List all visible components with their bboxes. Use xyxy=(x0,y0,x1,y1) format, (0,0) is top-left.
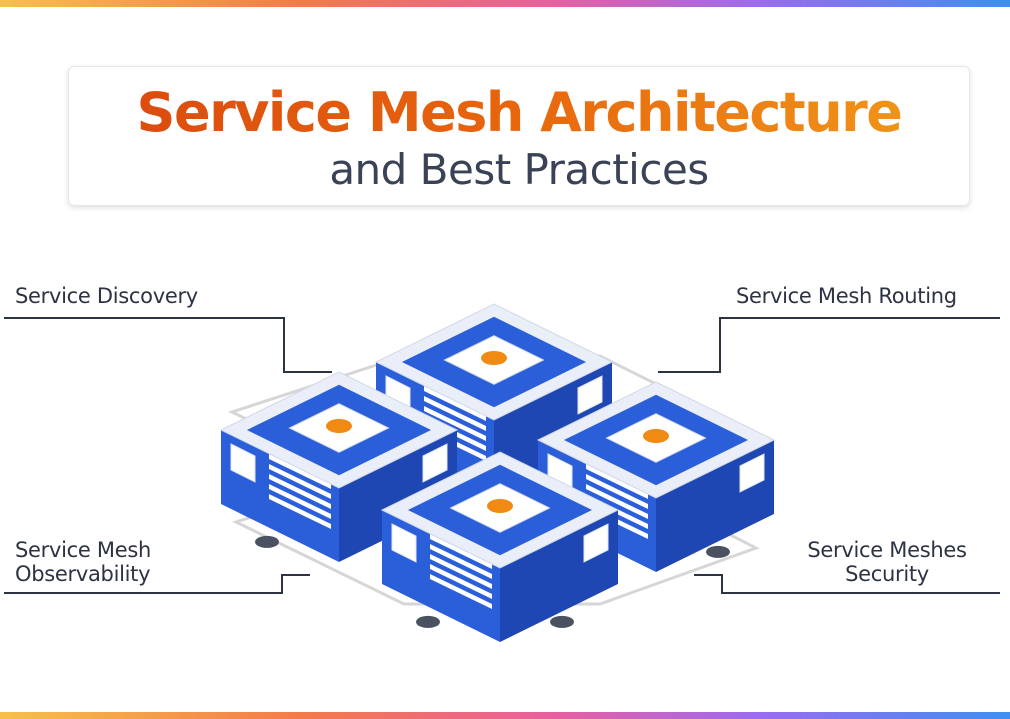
label-service-discovery: Service Discovery xyxy=(15,284,198,308)
leader-line-security xyxy=(694,574,1000,594)
vent-slat xyxy=(269,494,331,529)
server-foot xyxy=(706,545,730,558)
server-window xyxy=(577,375,603,415)
server-window xyxy=(739,453,765,493)
label-security: Service Meshes Security xyxy=(782,538,992,586)
leader-line-observability xyxy=(4,574,310,594)
label-observability-line2: Observability xyxy=(15,562,151,586)
title-card: Service Mesh Architecture and Best Pract… xyxy=(68,66,970,206)
server-window xyxy=(583,523,609,563)
top-gradient-bar xyxy=(0,0,1010,7)
vent-slat xyxy=(586,484,648,519)
bottom-gradient-bar xyxy=(0,712,1010,719)
vent-slat xyxy=(430,574,492,609)
server-group xyxy=(219,303,776,642)
status-light xyxy=(481,351,507,365)
server-window xyxy=(391,523,417,563)
server-window xyxy=(230,443,256,483)
status-light xyxy=(643,429,669,443)
label-security-line2: Security xyxy=(845,562,929,586)
server-unit xyxy=(380,451,620,642)
label-observability-line1: Service Mesh xyxy=(15,538,151,562)
server-foot xyxy=(416,615,440,628)
server-foot xyxy=(255,535,279,548)
vent-slat xyxy=(269,474,331,509)
vent-slat xyxy=(424,396,486,431)
vent-slat xyxy=(269,484,331,519)
vent-slat xyxy=(586,474,648,509)
label-service-mesh-routing: Service Mesh Routing xyxy=(736,284,957,308)
page-title: Service Mesh Architecture xyxy=(69,81,969,144)
server-foot xyxy=(550,615,574,628)
leader-line-routing xyxy=(658,317,1000,373)
vent-slat xyxy=(586,464,648,499)
vent-slat xyxy=(269,464,331,499)
vent-slat xyxy=(430,544,492,579)
vent-slat xyxy=(269,454,331,489)
page-subtitle: and Best Practices xyxy=(329,145,709,194)
status-light xyxy=(487,499,513,513)
vent-slat xyxy=(424,386,486,421)
status-light xyxy=(326,419,352,433)
server-window xyxy=(422,443,448,483)
leader-lines xyxy=(4,317,1000,594)
label-observability: Service Mesh Observability xyxy=(15,538,151,586)
label-security-line1: Service Meshes xyxy=(807,538,967,562)
vent-slat xyxy=(430,564,492,599)
vent-slat xyxy=(430,554,492,589)
vent-slat xyxy=(430,534,492,569)
vent-slat xyxy=(424,406,486,441)
leader-line-service-discovery xyxy=(4,317,332,373)
server-unit xyxy=(219,371,459,562)
